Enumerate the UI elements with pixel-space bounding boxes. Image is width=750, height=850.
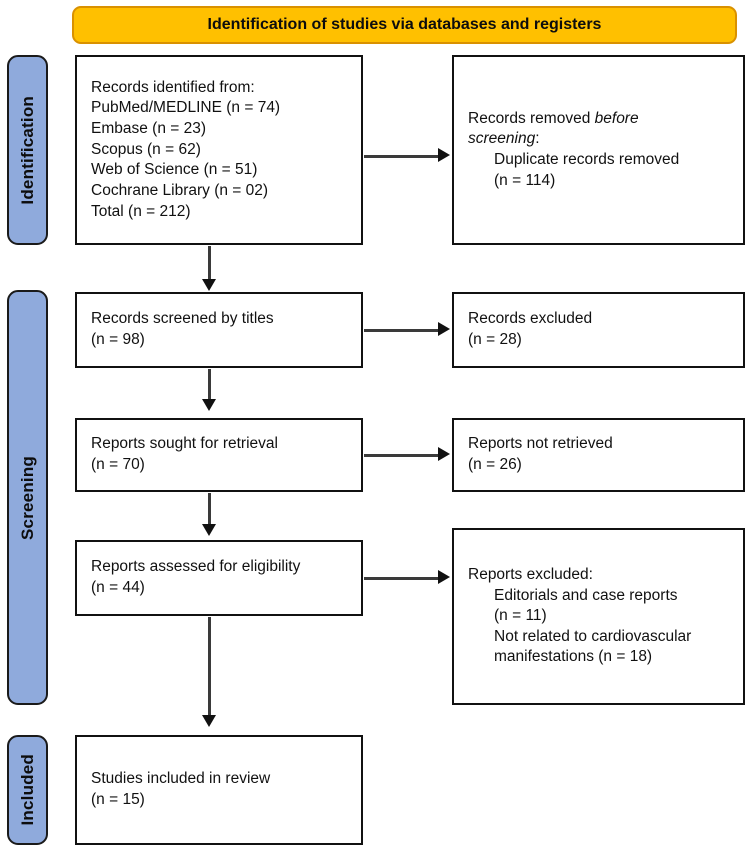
line-reports-excluded-2: Editorials and case reports (494, 586, 678, 604)
connector-screened-to-excluded (364, 329, 439, 332)
line-records-identified-3: Embase (n = 23) (91, 120, 207, 138)
line-reports-excluded-4: Not related to cardiovascular (494, 627, 692, 645)
line-records-removed-3: Duplicate records removed (494, 151, 680, 168)
node-reports-excluded: Reports excluded: Editorials and case re… (452, 528, 745, 705)
line-records-removed-1: Records removed (468, 109, 595, 127)
node-records-screened-text: Records screened by titles (n = 98) (77, 309, 274, 350)
node-records-screened: Records screened by titles (n = 98) (75, 292, 363, 368)
line-reports-assessed-2: (n = 44) (91, 579, 145, 596)
node-studies-included-text: Studies included in review (n = 15) (77, 769, 270, 810)
node-reports-assessed: Reports assessed for eligibility (n = 44… (75, 540, 363, 616)
line-reports-excluded-5: manifestations (n = 18) (494, 648, 653, 666)
identification-banner: Identification of studies via databases … (72, 6, 737, 44)
line-records-identified-6: Cochrane Library (n = 02) (91, 181, 269, 199)
arrowhead-sought-to-not-retrieved (438, 447, 450, 461)
connector-sought-to-not-retrieved (364, 454, 439, 457)
line-records-identified-2: PubMed/MEDLINE (n = 74) (91, 99, 281, 117)
line-records-screened-2: (n = 98) (91, 331, 145, 348)
line-studies-included-2: (n = 15) (91, 791, 145, 808)
line-records-identified-4: Scopus (n = 62) (91, 140, 201, 158)
node-records-identified-text: Records identified from: PubMed/MEDLINE … (77, 78, 280, 222)
line-reports-excluded-1: Reports excluded: (468, 565, 593, 583)
node-reports-not-retrieved: Reports not retrieved (n = 26) (452, 418, 745, 492)
line-reports-sought-2: (n = 70) (91, 456, 145, 473)
node-records-identified: Records identified from: PubMed/MEDLINE … (75, 55, 363, 245)
node-reports-excluded-text: Reports excluded: Editorials and case re… (454, 565, 691, 668)
line-records-screened-1: Records screened by titles (91, 310, 274, 328)
line-records-removed-1-italic: before (594, 109, 639, 127)
line-studies-included-1: Studies included in review (91, 770, 271, 788)
line-reports-excluded-3: (n = 11) (494, 607, 547, 625)
phase-bar-identification: Identification (7, 55, 48, 245)
line-records-excluded-1: Records excluded (468, 310, 593, 328)
phase-label-identification: Identification (17, 95, 37, 205)
arrowhead-sought-to-assessed (202, 524, 216, 536)
line-reports-assessed-1: Reports assessed for eligibility (91, 558, 301, 576)
arrowhead-identified-to-removed (438, 148, 450, 162)
node-records-excluded-text: Records excluded (n = 28) (454, 309, 592, 350)
phase-label-included: Included (17, 754, 37, 826)
line-records-identified-5: Web of Science (n = 51) (91, 161, 258, 179)
node-reports-sought: Reports sought for retrieval (n = 70) (75, 418, 363, 492)
connector-assessed-to-included (208, 617, 211, 717)
line-reports-sought-1: Reports sought for retrieval (91, 435, 278, 453)
connector-sought-to-assessed (208, 493, 211, 527)
connector-screened-to-sought (208, 369, 211, 401)
arrowhead-screened-to-excluded (438, 322, 450, 336)
node-reports-not-retrieved-text: Reports not retrieved (n = 26) (454, 434, 613, 475)
phase-label-screening: Screening (17, 455, 37, 540)
node-reports-sought-text: Reports sought for retrieval (n = 70) (77, 434, 278, 475)
arrowhead-assessed-to-included (202, 715, 216, 727)
line-records-removed-2-tail: : (535, 130, 540, 148)
line-records-identified-1: Records identified from: (91, 78, 255, 96)
line-records-removed-2-italic: screening (468, 130, 536, 148)
phase-bar-screening: Screening (7, 290, 48, 705)
line-reports-not-retrieved-2: (n = 26) (468, 456, 522, 473)
node-records-removed-text: Records removed before screening: Duplic… (454, 109, 679, 191)
node-records-excluded: Records excluded (n = 28) (452, 292, 745, 368)
line-records-identified-7: Total (n = 212) (91, 202, 191, 220)
line-records-removed-4: (n = 114) (494, 171, 556, 189)
banner-title: Identification of studies via databases … (207, 16, 602, 33)
node-records-removed: Records removed before screening: Duplic… (452, 55, 745, 245)
phase-bar-included: Included (7, 735, 48, 845)
connector-identified-to-screened (208, 246, 211, 281)
line-reports-not-retrieved-1: Reports not retrieved (468, 435, 613, 453)
arrowhead-screened-to-sought (202, 399, 216, 411)
connector-assessed-to-excluded (364, 577, 439, 580)
line-records-excluded-2: (n = 28) (468, 331, 522, 348)
arrowhead-assessed-to-excluded (438, 570, 450, 584)
node-reports-assessed-text: Reports assessed for eligibility (n = 44… (77, 557, 300, 598)
node-studies-included: Studies included in review (n = 15) (75, 735, 363, 845)
arrowhead-identified-to-screened (202, 279, 216, 291)
connector-identified-to-removed (364, 155, 439, 158)
